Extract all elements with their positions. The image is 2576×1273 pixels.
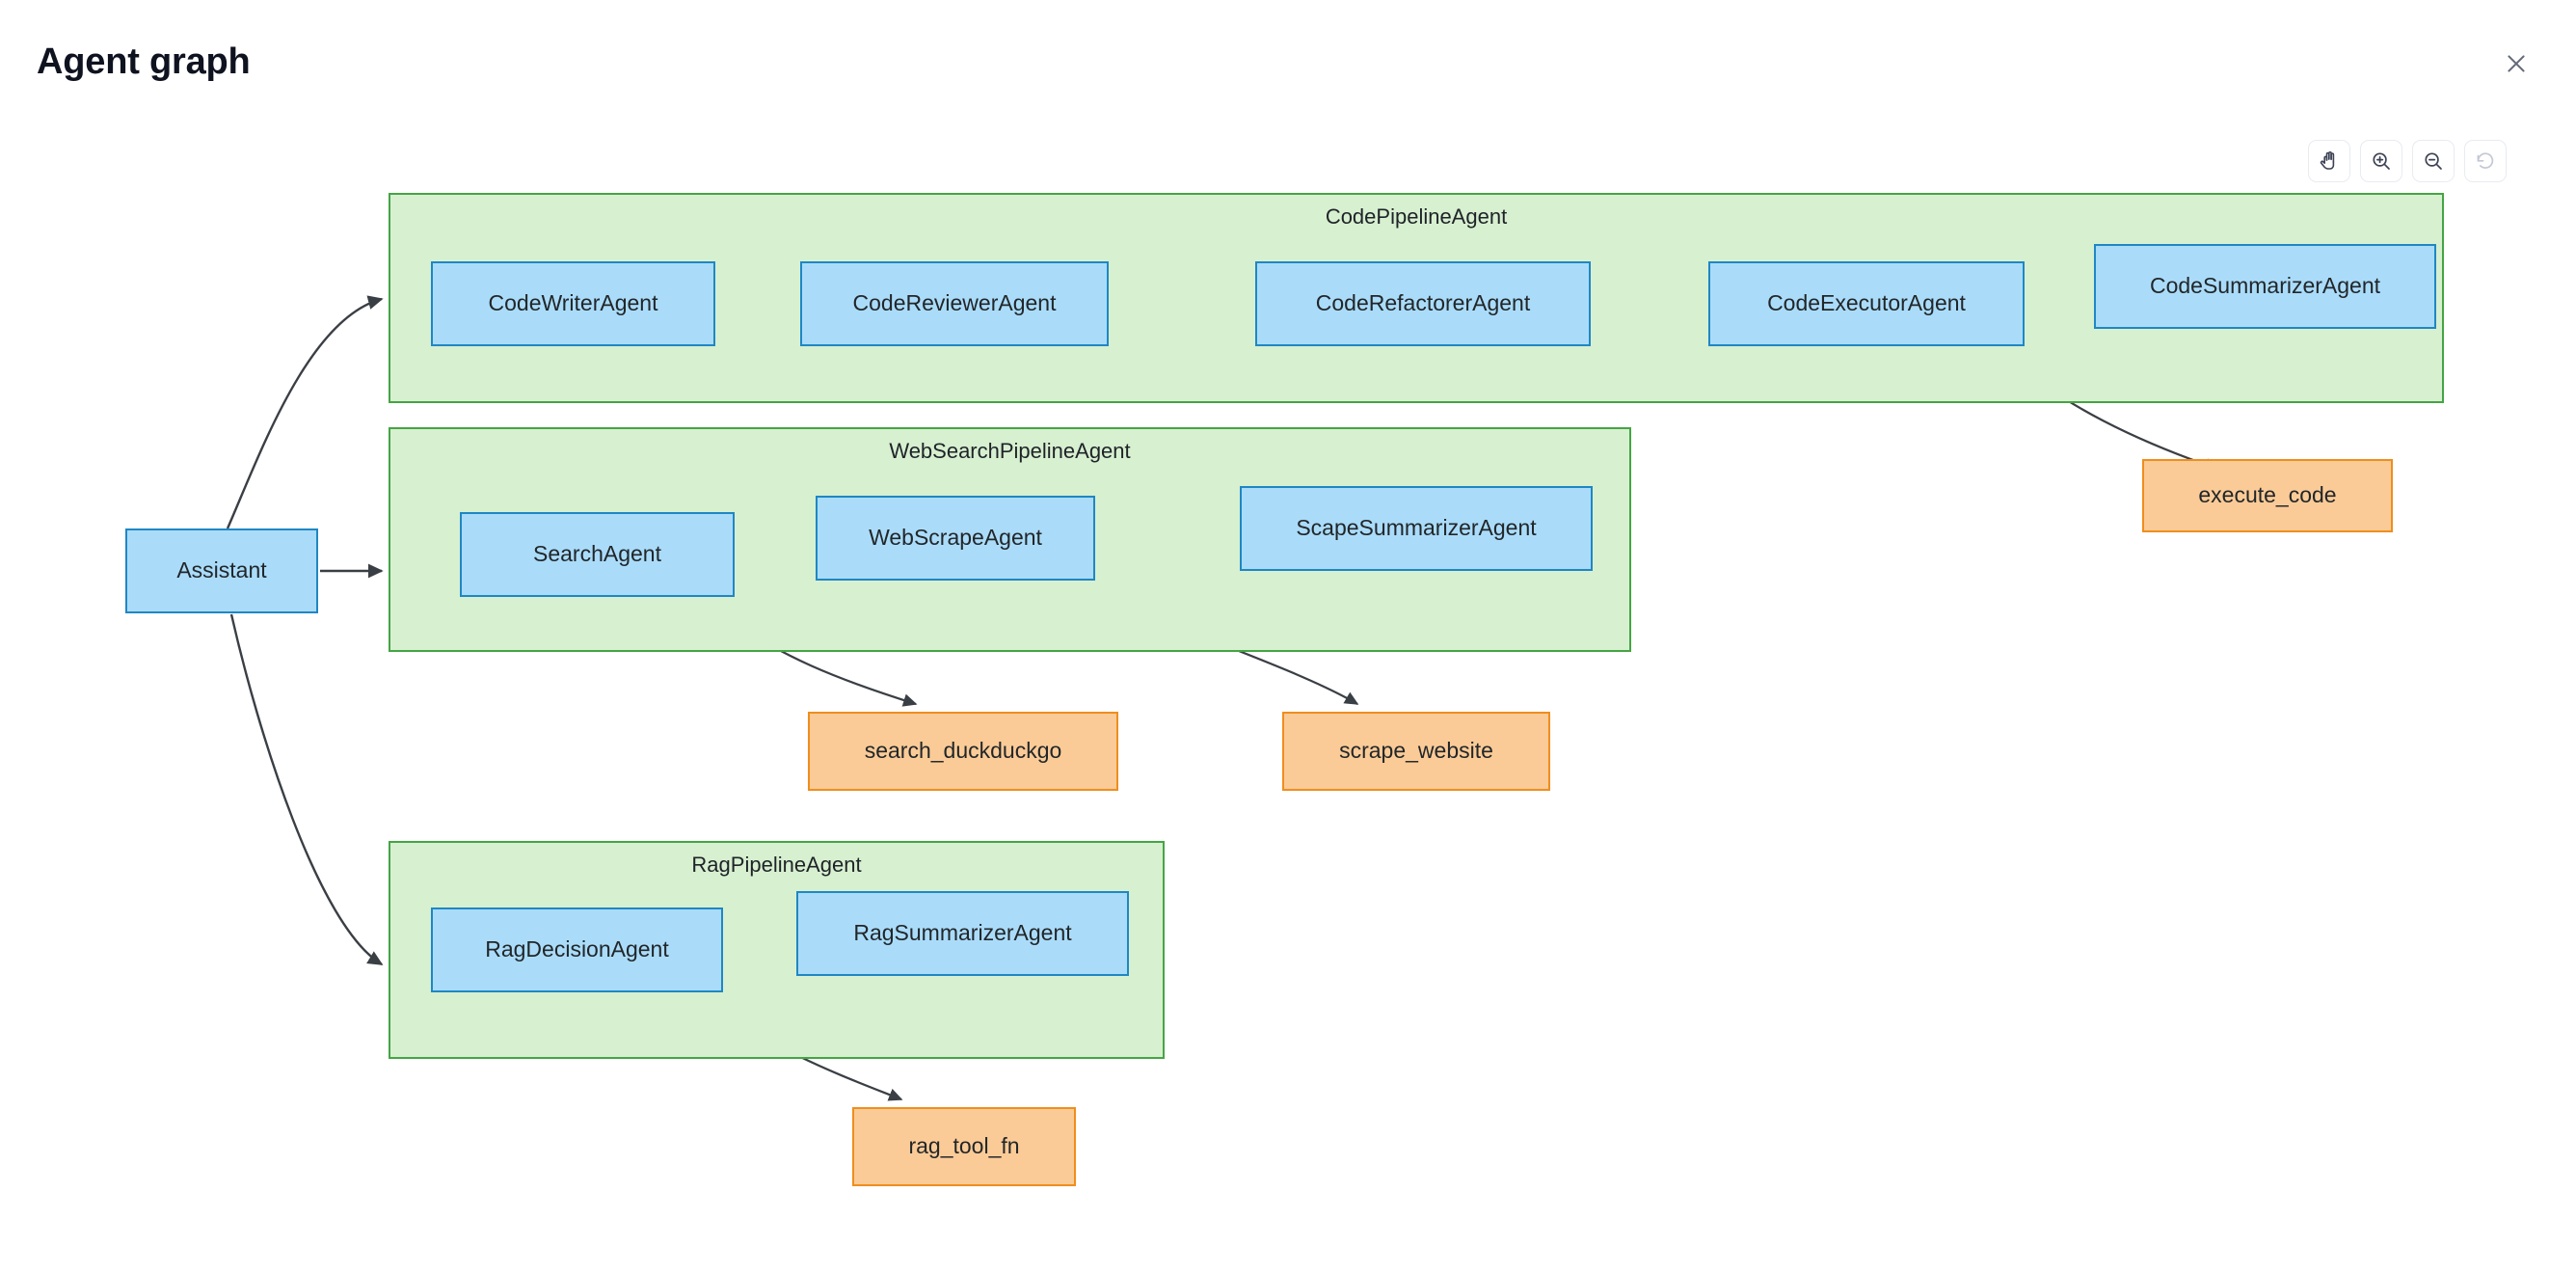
node-rag-decision-agent[interactable]: RagDecisionAgent: [431, 907, 723, 992]
graph-toolbar: [2308, 140, 2507, 182]
page-title: Agent graph: [37, 41, 251, 82]
zoom-out-icon: [2422, 149, 2445, 173]
node-tool-search-duckduckgo[interactable]: search_duckduckgo: [808, 712, 1118, 791]
node-label: WebScrapeAgent: [869, 525, 1042, 551]
node-label: rag_tool_fn: [908, 1133, 1020, 1159]
node-code-writer-agent[interactable]: CodeWriterAgent: [431, 261, 715, 346]
node-scape-summarizer-agent[interactable]: ScapeSummarizerAgent: [1240, 486, 1593, 571]
node-code-executor-agent[interactable]: CodeExecutorAgent: [1708, 261, 2025, 346]
node-tool-scrape-website[interactable]: scrape_website: [1282, 712, 1550, 791]
reset-view-button[interactable]: [2464, 140, 2507, 182]
edge-assistant-to-codepipeline: [226, 295, 384, 529]
node-tool-rag-tool-fn[interactable]: rag_tool_fn: [852, 1107, 1076, 1186]
group-label: CodePipelineAgent: [1325, 204, 1508, 229]
zoom-in-icon: [2370, 149, 2393, 173]
node-label: CodeSummarizerAgent: [2149, 273, 2381, 299]
zoom-in-button[interactable]: [2360, 140, 2402, 182]
node-label: search_duckduckgo: [864, 738, 1062, 764]
node-label: scrape_website: [1339, 738, 1493, 764]
node-label: Assistant: [176, 557, 267, 583]
group-label: WebSearchPipelineAgent: [889, 439, 1131, 463]
node-code-refactorer-agent[interactable]: CodeRefactorerAgent: [1255, 261, 1591, 346]
hand-icon: [2318, 149, 2341, 173]
node-label: CodeWriterAgent: [488, 290, 658, 316]
node-search-agent[interactable]: SearchAgent: [460, 512, 735, 597]
group-label: RagPipelineAgent: [691, 853, 862, 877]
zoom-out-button[interactable]: [2412, 140, 2455, 182]
node-tool-execute-code[interactable]: execute_code: [2142, 459, 2393, 532]
node-rag-summarizer-agent[interactable]: RagSummarizerAgent: [796, 891, 1129, 976]
node-web-scrape-agent[interactable]: WebScrapeAgent: [816, 496, 1095, 581]
node-label: execute_code: [2198, 482, 2337, 508]
node-label: ScapeSummarizerAgent: [1296, 515, 1537, 541]
node-label: RagDecisionAgent: [485, 936, 669, 962]
node-label: CodeReviewerAgent: [852, 290, 1057, 316]
edge-assistant-to-ragpipeline: [229, 613, 384, 966]
node-code-reviewer-agent[interactable]: CodeReviewerAgent: [800, 261, 1109, 346]
reset-view-icon: [2474, 149, 2497, 173]
node-code-summarizer-agent[interactable]: CodeSummarizerAgent: [2094, 244, 2436, 329]
node-label: RagSummarizerAgent: [853, 920, 1072, 946]
node-label: CodeRefactorerAgent: [1315, 290, 1531, 316]
close-button[interactable]: [2497, 44, 2536, 83]
pan-tool-button[interactable]: [2308, 140, 2350, 182]
node-label: CodeExecutorAgent: [1767, 290, 1966, 316]
node-label: SearchAgent: [533, 541, 661, 567]
node-assistant[interactable]: Assistant: [125, 528, 318, 613]
close-icon: [2504, 51, 2529, 76]
